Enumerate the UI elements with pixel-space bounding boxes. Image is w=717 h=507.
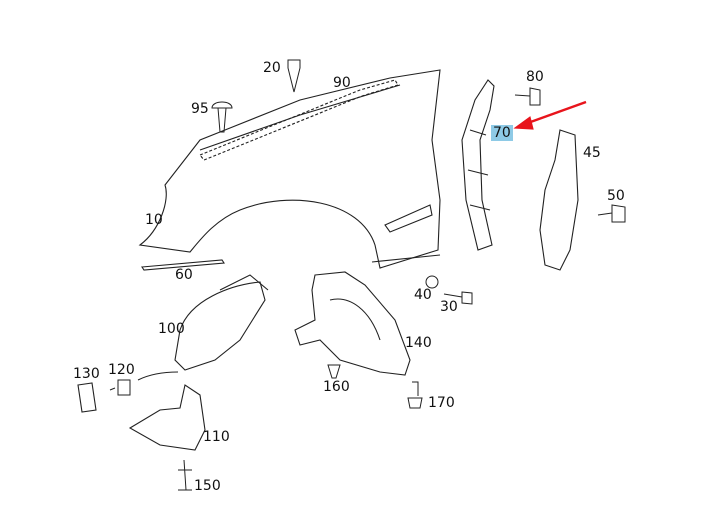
label-part-150[interactable]: 150 [194,478,221,494]
label-part-40[interactable]: 40 [414,287,432,303]
label-part-160[interactable]: 160 [323,379,350,395]
part-140-liner [294,271,411,376]
label-part-170[interactable]: 170 [428,395,455,411]
part-60-strip [141,259,225,271]
label-part-140[interactable]: 140 [405,335,432,351]
part-70-bracket [461,79,495,251]
label-part-130[interactable]: 130 [73,366,100,382]
label-part-10[interactable]: 10 [145,212,163,228]
label-part-120[interactable]: 120 [108,362,135,378]
label-part-20[interactable]: 20 [263,60,281,76]
fasteners [109,59,626,491]
label-part-30[interactable]: 30 [440,299,458,315]
label-part-95[interactable]: 95 [191,101,209,117]
label-part-100[interactable]: 100 [158,321,185,337]
part-90-strip [199,79,399,161]
label-part-70-selected[interactable]: 70 [491,125,513,141]
part-110-panel [128,384,206,451]
part-100-liner [174,281,266,371]
label-part-45[interactable]: 45 [583,145,601,161]
label-part-50[interactable]: 50 [607,188,625,204]
label-part-80[interactable]: 80 [526,69,544,85]
pointer-arrow [524,100,587,126]
part-10-fender [138,69,441,269]
part-130-clip [77,382,97,413]
label-part-60[interactable]: 60 [175,267,193,283]
label-part-90[interactable]: 90 [333,75,351,91]
part-45-cover [539,129,579,271]
label-part-110[interactable]: 110 [203,429,230,445]
